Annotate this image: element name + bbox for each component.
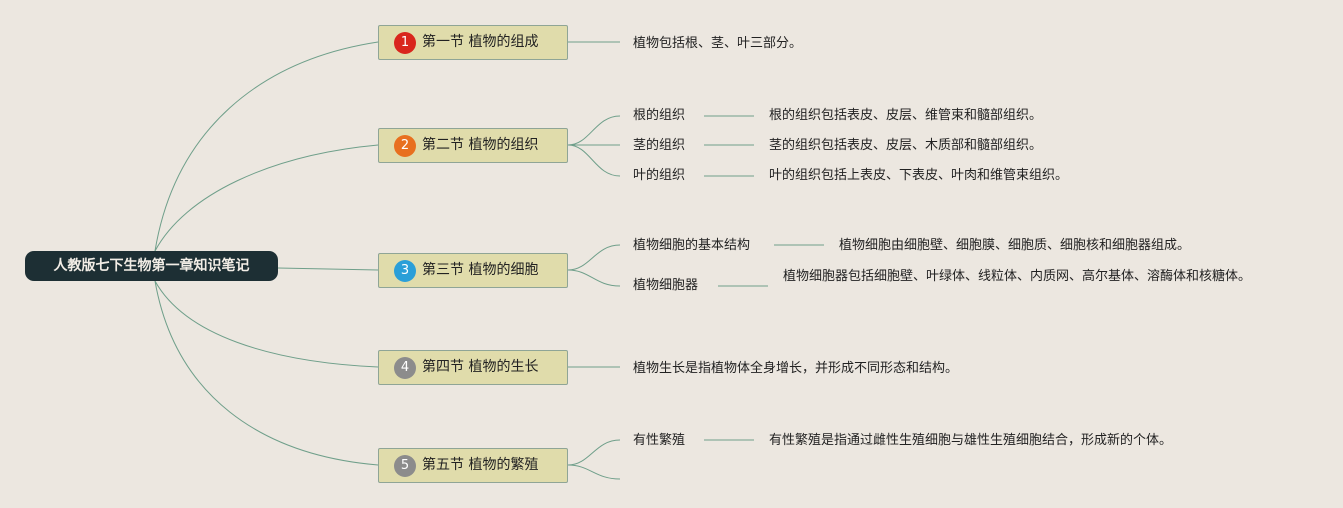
topic-3-2-label[interactable]: 植物细胞器 bbox=[633, 278, 699, 293]
connector-root-section-5 bbox=[154, 280, 379, 466]
section-4-node[interactable]: 4 第四节 植物的生长 bbox=[378, 350, 568, 385]
topic-2-3-note: 叶的组织包括上表皮、下表皮、叶肉和维管束组织。 bbox=[769, 168, 1069, 183]
connector-root-section-2 bbox=[154, 144, 379, 252]
topic-5-1-label[interactable]: 有性繁殖 bbox=[633, 433, 686, 448]
connector-root-section-4 bbox=[154, 280, 379, 368]
connector-section-5-topic-1 bbox=[567, 439, 621, 466]
connector-root-section-3 bbox=[277, 267, 379, 271]
topic-3-1-label[interactable]: 植物细胞的基本结构 bbox=[633, 238, 751, 253]
section-4-note: 植物生长是指植物体全身增长，并形成不同形态和结构。 bbox=[633, 361, 959, 376]
section-1-title: 第一节 植物的组成 bbox=[422, 34, 539, 50]
topic-2-2-note: 茎的组织包括表皮、皮层、木质部和髓部组织。 bbox=[769, 138, 1043, 153]
section-1-number-badge: 1 bbox=[394, 32, 416, 54]
connector-section-2-topic-1 bbox=[567, 115, 621, 146]
topic-2-1-label[interactable]: 根的组织 bbox=[633, 108, 686, 123]
section-3-node[interactable]: 3 第三节 植物的细胞 bbox=[378, 253, 568, 288]
section-4-title: 第四节 植物的生长 bbox=[422, 359, 539, 375]
section-1-note: 植物包括根、茎、叶三部分。 bbox=[633, 36, 803, 51]
connector-section-3-topic-2 bbox=[567, 269, 621, 287]
topic-2-3-label[interactable]: 叶的组织 bbox=[633, 168, 686, 183]
connector-section-5-branch-empty bbox=[567, 464, 621, 480]
section-5-title: 第五节 植物的繁殖 bbox=[422, 457, 539, 473]
connector-section-3-topic-1 bbox=[567, 244, 621, 271]
connector-section-2-topic-3 bbox=[567, 144, 621, 177]
section-5-node[interactable]: 5 第五节 植物的繁殖 bbox=[378, 448, 568, 483]
section-2-number-badge: 2 bbox=[394, 135, 416, 157]
topic-5-1-note: 有性繁殖是指通过雌性生殖细胞与雄性生殖细胞结合，形成新的个体。 bbox=[769, 433, 1173, 448]
topic-3-2-note: 植物细胞器包括细胞壁、叶绿体、线粒体、内质网、高尔基体、溶酶体和核糖体。 bbox=[783, 269, 1252, 284]
section-1-node[interactable]: 1 第一节 植物的组成 bbox=[378, 25, 568, 60]
topic-2-1-note: 根的组织包括表皮、皮层、维管束和髓部组织。 bbox=[769, 108, 1043, 123]
section-2-node[interactable]: 2 第二节 植物的组织 bbox=[378, 128, 568, 163]
section-4-number-badge: 4 bbox=[394, 357, 416, 379]
section-2-title: 第二节 植物的组织 bbox=[422, 137, 539, 153]
section-3-number-badge: 3 bbox=[394, 260, 416, 282]
section-3-title: 第三节 植物的细胞 bbox=[422, 262, 539, 278]
section-5-number-badge: 5 bbox=[394, 455, 416, 477]
topic-3-1-note: 植物细胞由细胞壁、细胞膜、细胞质、细胞核和细胞器组成。 bbox=[839, 238, 1191, 253]
topic-2-2-label[interactable]: 茎的组织 bbox=[633, 138, 686, 153]
root-topic[interactable]: 人教版七下生物第一章知识笔记 bbox=[25, 251, 278, 281]
connector-root-section-1 bbox=[154, 41, 379, 252]
